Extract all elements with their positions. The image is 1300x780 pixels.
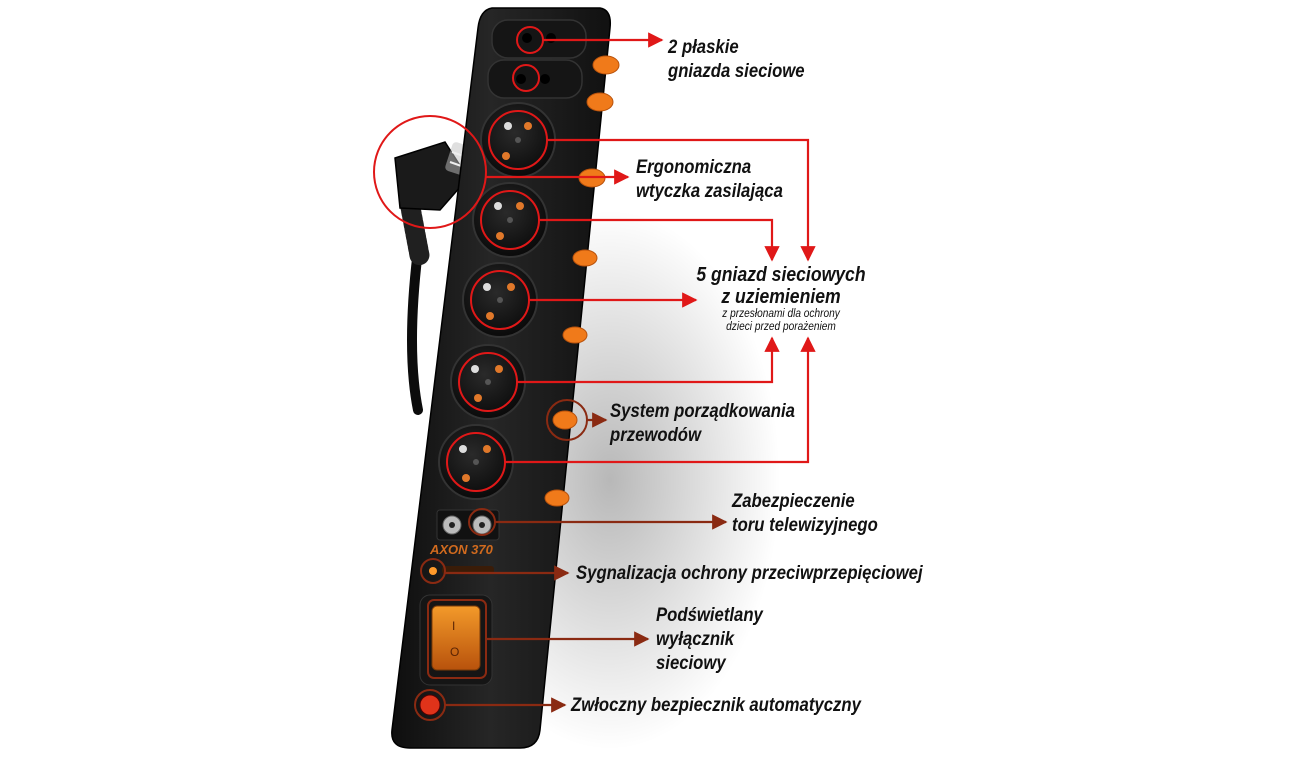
label-flat-sockets: 2 płaskie gniazda sieciowe bbox=[668, 36, 805, 84]
power-cable bbox=[406, 245, 423, 415]
label-ergonomic-plug-line-1: Ergonomiczna bbox=[636, 157, 752, 178]
arrow-socket-2 bbox=[539, 218, 780, 262]
label-grounded-sockets-line-1: 5 gniazd sieciowych bbox=[696, 264, 866, 286]
label-tv-protection: Zabezpieczenie toru telewizyjnego bbox=[732, 490, 878, 538]
label-power-switch-line-3: sieciowy bbox=[656, 653, 726, 674]
label-power-switch: Podświetlany wyłącznik sieciowy bbox=[656, 604, 763, 676]
label-surge-indicator-line-1: Sygnalizacja ochrony przeciwprzepięciowe… bbox=[576, 563, 923, 584]
fuse-button bbox=[419, 694, 441, 716]
switch-on-mark: I bbox=[452, 619, 455, 633]
arrow-socket-1 bbox=[547, 138, 816, 262]
brand-logo: AXON 370 bbox=[429, 542, 494, 557]
label-grounded-sockets-note-1: z przesłonami dla ochrony bbox=[722, 308, 840, 320]
label-cable-management-line-1: System porządkowania bbox=[610, 401, 795, 422]
callout-circle-flat-socket-2 bbox=[512, 64, 540, 92]
label-flat-sockets-line-1: 2 płaskie bbox=[668, 37, 739, 58]
label-grounded-sockets: 5 gniazd sieciowych z uziemieniem z prze… bbox=[689, 264, 874, 334]
flat-socket-2 bbox=[487, 59, 583, 99]
label-flat-sockets-line-2: gniazda sieciowe bbox=[668, 61, 805, 82]
label-cable-management: System porządkowania przewodów bbox=[610, 400, 795, 448]
label-tv-protection-line-2: toru telewizyjnego bbox=[732, 515, 878, 536]
label-grounded-sockets-note-2: dzieci przed porażeniem bbox=[726, 321, 836, 333]
label-surge-indicator: Sygnalizacja ochrony przeciwprzepięciowe… bbox=[576, 562, 923, 586]
callout-circle-indicator bbox=[420, 558, 446, 584]
label-ergonomic-plug-line-2: wtyczka zasilająca bbox=[636, 181, 783, 202]
label-grounded-sockets-line-2: z uziemieniem bbox=[721, 286, 841, 308]
cable-strain-relief bbox=[400, 195, 430, 268]
label-circuit-breaker: Zwłoczny bezpiecznik automatyczny bbox=[571, 694, 861, 718]
label-cable-management-line-2: przewodów bbox=[610, 425, 702, 446]
grounded-socket-4 bbox=[450, 344, 526, 420]
label-power-switch-line-2: wyłącznik bbox=[656, 629, 735, 650]
label-circuit-breaker-line-1: Zwłoczny bezpiecznik automatyczny bbox=[571, 695, 861, 716]
arrow-socket-5 bbox=[505, 336, 816, 464]
arrow-socket-4 bbox=[517, 336, 780, 384]
label-ergonomic-plug: Ergonomiczna wtyczka zasilająca bbox=[636, 156, 783, 204]
label-power-switch-line-1: Podświetlany bbox=[656, 605, 763, 626]
grounded-socket-5 bbox=[438, 424, 514, 500]
grounded-socket-2 bbox=[472, 182, 548, 258]
surge-indicator-led bbox=[429, 567, 437, 575]
grounded-socket-1 bbox=[480, 102, 556, 178]
coax-ports bbox=[436, 509, 500, 541]
grounded-socket-3 bbox=[462, 262, 538, 338]
label-tv-protection-line-1: Zabezpieczenie bbox=[732, 491, 855, 512]
callout-circle-plug bbox=[373, 115, 487, 229]
power-switch: I O bbox=[419, 594, 493, 686]
switch-off-mark: O bbox=[450, 645, 459, 659]
